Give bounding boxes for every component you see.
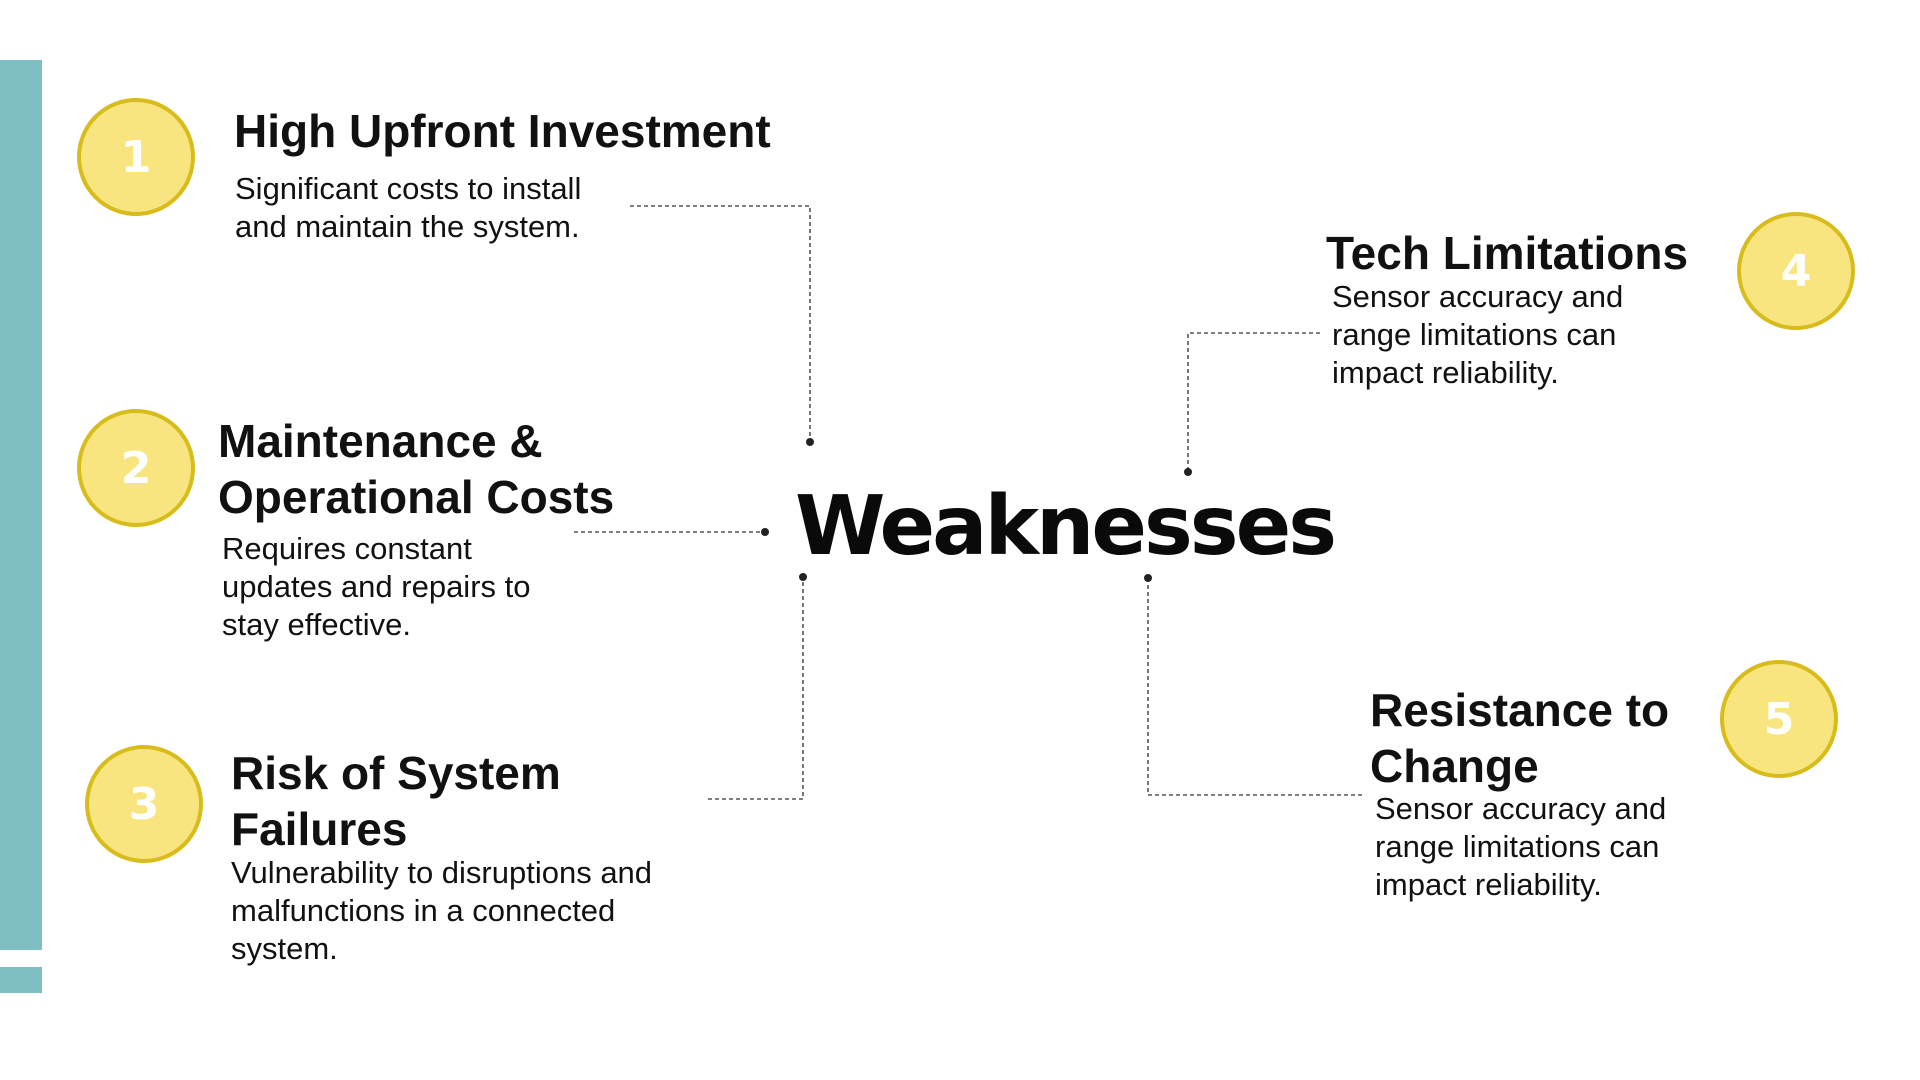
description-line: and maintain the system. [235,209,580,244]
center-title: Weaknesses [795,479,1337,574]
item-3-description: Vulnerability to disruptions and malfunc… [231,854,652,968]
connector-1 [630,205,811,442]
description-line: Requires constant [222,531,472,566]
badge-2: 2 [77,409,195,527]
connector-4 [1187,332,1320,472]
item-4-title: Tech Limitations [1326,227,1689,279]
description-line: impact reliability. [1375,867,1602,902]
badge-1: 1 [77,98,195,216]
left-accent-bar [0,60,42,950]
title-line: Failures [231,803,408,855]
connector-dot-4 [1184,468,1192,476]
description-line: Significant costs to install [235,171,582,206]
description-line: range limitations can [1332,317,1617,352]
title-line: Resistance to [1370,684,1670,736]
connector-dot-5 [1144,574,1152,582]
item-1-title: High Upfront Investment [234,105,771,157]
badge-number: 4 [1780,245,1812,297]
badge-number: 2 [120,442,152,494]
title-line: Operational Costs [218,471,615,523]
item-2-title: Maintenance & Operational Costs [218,413,614,525]
badge-number: 5 [1763,693,1795,745]
badge-number: 1 [120,131,152,183]
item-2-description: Requires constant updates and repairs to… [222,530,531,644]
item-5-title: Resistance to Change [1370,682,1669,794]
badge-number: 3 [128,778,160,830]
item-5-description: Sensor accuracy and range limitations ca… [1375,790,1666,904]
description-line: Sensor accuracy and [1375,791,1667,826]
description-line: range limitations can [1375,829,1660,864]
description-line: system. [231,931,338,966]
description-line: malfunctions in a connected [231,893,616,928]
item-1-description: Significant costs to install and maintai… [235,170,581,246]
badge-4: 4 [1737,212,1855,330]
description-line: updates and repairs to [222,569,531,604]
description-line: stay effective. [222,607,411,642]
title-line: Change [1370,740,1539,792]
connector-dot-3 [799,573,807,581]
description-line: Vulnerability to disruptions and [231,855,653,890]
connector-dot-1 [806,438,814,446]
item-3-title: Risk of System Failures [231,745,561,857]
connector-5 [1147,578,1362,796]
badge-3: 3 [85,745,203,863]
title-line: Risk of System [231,747,561,799]
description-line: Sensor accuracy and [1332,279,1624,314]
left-accent-bar-bottom [0,967,42,993]
badge-5: 5 [1720,660,1838,778]
description-line: impact reliability. [1332,355,1559,390]
item-4-description: Sensor accuracy and range limitations ca… [1332,278,1623,392]
connector-dot-2 [761,528,769,536]
connector-3 [708,577,804,800]
title-line: Maintenance & [218,415,543,467]
